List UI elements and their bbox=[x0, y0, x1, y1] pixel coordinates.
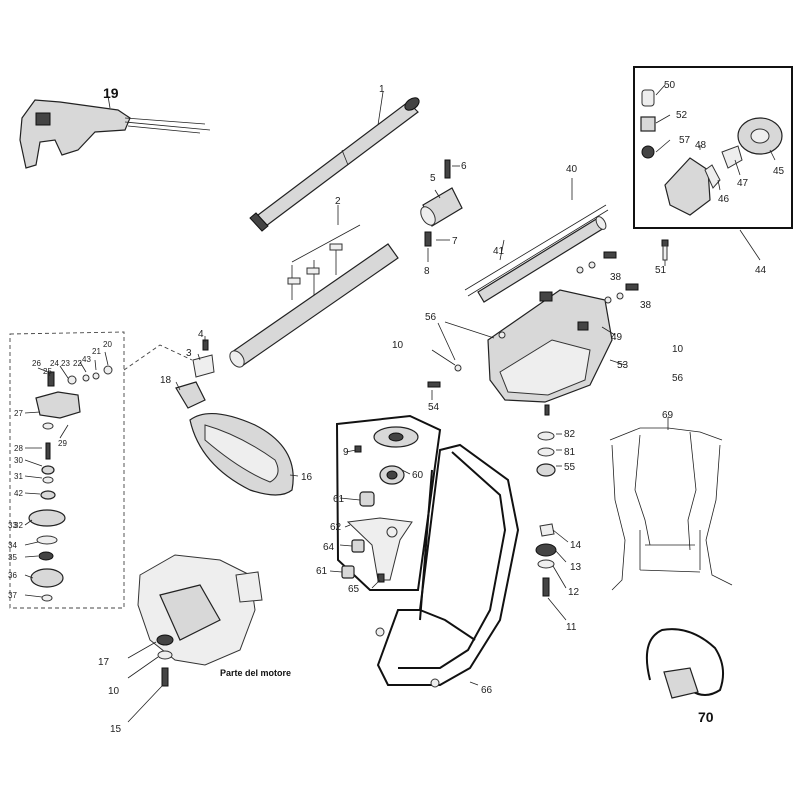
gear-head-assembly-box bbox=[9, 331, 193, 609]
part-51-bolt bbox=[661, 239, 669, 266]
callout-44: 44 bbox=[755, 265, 767, 276]
callout-19: 19 bbox=[103, 85, 119, 101]
part-55-damper-stack bbox=[536, 431, 562, 477]
callout-64: 64 bbox=[323, 542, 335, 553]
callout-9: 9 bbox=[343, 447, 349, 458]
callout-22: 22 bbox=[73, 359, 82, 368]
callout-2: 2 bbox=[335, 196, 341, 207]
callout-25: 25 bbox=[43, 367, 52, 376]
part-69-shoulder-harness bbox=[609, 417, 733, 591]
callout-51: 51 bbox=[655, 265, 667, 276]
callout-28: 28 bbox=[14, 444, 23, 453]
callout-21: 21 bbox=[92, 347, 101, 356]
callout-31: 31 bbox=[14, 472, 23, 481]
callout-46: 46 bbox=[718, 194, 730, 205]
engine-part bbox=[127, 554, 263, 723]
callout-13: 13 bbox=[570, 562, 582, 573]
callout-6: 6 bbox=[461, 161, 467, 172]
callout-48: 48 bbox=[695, 140, 707, 151]
callout-70: 70 bbox=[698, 709, 714, 725]
callout-11: 11 bbox=[566, 622, 577, 633]
callout-37: 37 bbox=[8, 591, 17, 600]
callout-1: 1 bbox=[379, 84, 385, 95]
callout-20: 20 bbox=[103, 340, 112, 349]
callout-69: 69 bbox=[662, 410, 674, 421]
callout-47: 47 bbox=[737, 178, 749, 189]
callout-23: 23 bbox=[61, 359, 70, 368]
callout-29: 29 bbox=[58, 439, 67, 448]
callout-35: 35 bbox=[8, 553, 17, 562]
callout-5: 5 bbox=[430, 173, 436, 184]
callout-41: 41 bbox=[493, 246, 505, 257]
callout-56-upper: 56 bbox=[425, 312, 437, 323]
callout-26: 26 bbox=[32, 359, 41, 368]
part-40-inner-shaft bbox=[464, 178, 609, 303]
part-44-clutch-assembly-box bbox=[633, 66, 793, 261]
callout-18: 18 bbox=[160, 375, 172, 386]
callout-36: 36 bbox=[8, 571, 17, 580]
callout-10-upper: 10 bbox=[392, 340, 404, 351]
part-13-damper-stack bbox=[535, 523, 569, 621]
callout-labels: 19 1 2 3 4 5 6 7 8 9 10 10 10 11 12 13 1… bbox=[8, 80, 785, 735]
callout-15: 15 bbox=[110, 724, 122, 735]
callout-50: 50 bbox=[664, 80, 676, 91]
callout-33: 33 bbox=[8, 521, 17, 530]
callout-4: 4 bbox=[198, 329, 204, 340]
callout-12: 12 bbox=[568, 587, 580, 598]
callout-30: 30 bbox=[14, 456, 23, 465]
callout-27: 27 bbox=[14, 409, 23, 418]
callout-17: 17 bbox=[98, 657, 110, 668]
callout-16: 16 bbox=[301, 472, 313, 483]
callout-66: 66 bbox=[481, 685, 493, 696]
callout-45: 45 bbox=[773, 166, 785, 177]
callout-54: 54 bbox=[428, 402, 440, 413]
callout-38-upper: 38 bbox=[610, 272, 622, 283]
part-3-throttle-lever bbox=[175, 336, 215, 409]
callout-56-lower: 56 bbox=[672, 373, 684, 384]
callout-3: 3 bbox=[186, 348, 192, 359]
part-19-throttle-handle bbox=[19, 95, 211, 169]
part-66-harness-frame bbox=[375, 443, 520, 688]
part-1-drive-shaft bbox=[249, 91, 420, 232]
callout-49: 49 bbox=[611, 332, 623, 343]
part-53-mounting-plate bbox=[427, 251, 639, 416]
part-70-handle-loop bbox=[646, 628, 725, 699]
callout-24: 24 bbox=[50, 359, 59, 368]
callout-43: 43 bbox=[82, 355, 91, 364]
callout-57: 57 bbox=[679, 135, 691, 146]
callout-65: 65 bbox=[348, 584, 360, 595]
callout-10-lower: 10 bbox=[108, 686, 120, 697]
callout-10-right: 10 bbox=[672, 344, 684, 355]
part-16-guard-shield bbox=[189, 412, 299, 496]
callout-52: 52 bbox=[676, 110, 688, 121]
callout-34: 34 bbox=[8, 541, 17, 550]
engine-part-caption: Parte del motore bbox=[220, 668, 291, 678]
callout-42: 42 bbox=[14, 489, 23, 498]
callout-61-upper: 61 bbox=[333, 494, 345, 505]
callout-32: 32 bbox=[14, 521, 23, 530]
callout-81: 81 bbox=[564, 447, 576, 458]
bracket-assembly-box bbox=[329, 414, 442, 591]
part-5-coupling-clamp bbox=[420, 159, 463, 262]
callout-7: 7 bbox=[452, 236, 458, 247]
callout-60: 60 bbox=[412, 470, 424, 481]
callout-61-lower: 61 bbox=[316, 566, 328, 577]
callout-14: 14 bbox=[570, 540, 582, 551]
callout-8: 8 bbox=[424, 266, 430, 277]
part-2-shaft-tube bbox=[229, 205, 399, 368]
callout-53: 53 bbox=[617, 360, 629, 371]
callout-55: 55 bbox=[564, 462, 576, 473]
callout-82: 82 bbox=[564, 429, 576, 440]
callout-40: 40 bbox=[566, 164, 578, 175]
callout-38-lower: 38 bbox=[640, 300, 652, 311]
callout-62: 62 bbox=[330, 522, 342, 533]
